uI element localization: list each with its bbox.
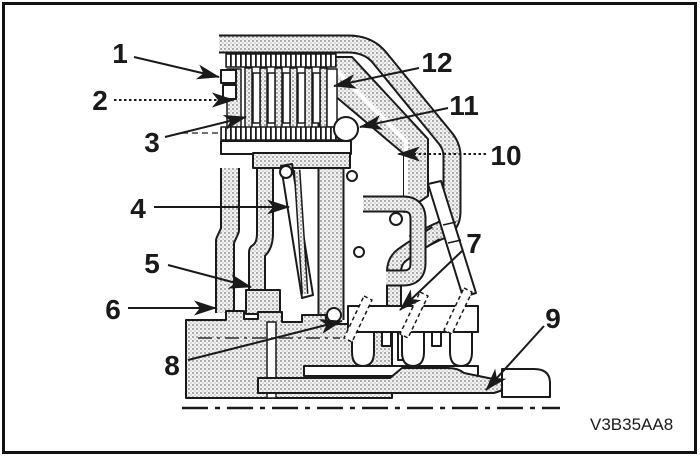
callout-2: 2 <box>92 85 235 116</box>
callout-3: 3 <box>144 114 247 158</box>
steel-plates <box>252 68 338 128</box>
callout-8-label: 8 <box>164 350 180 381</box>
callout-11-arrow <box>359 107 449 130</box>
callout-10: 10 <box>397 140 522 171</box>
callout-6-label: 6 <box>105 294 121 325</box>
callout-4: 4 <box>130 193 290 224</box>
check-ball <box>326 307 342 323</box>
piston-flange <box>252 152 351 169</box>
callout-1: 1 <box>112 38 220 80</box>
callout-3-label: 3 <box>144 127 160 158</box>
figure-code: V3B35AA8 <box>590 415 673 434</box>
callout-8-arrow <box>187 319 343 361</box>
lever-rod <box>295 169 307 295</box>
clutch-bottom-splines <box>220 126 340 141</box>
callouts: 1 2 3 4 5 6 7 <box>92 38 561 391</box>
callout-2-label: 2 <box>92 85 108 116</box>
hub-oil-channel <box>266 321 277 399</box>
diagonal-strut <box>427 180 477 298</box>
callout-10-label: 10 <box>490 140 521 171</box>
cavity-notch <box>333 116 359 142</box>
callout-7-label: 7 <box>466 228 482 259</box>
callout-4-label: 4 <box>130 193 146 224</box>
callout-9-label: 9 <box>545 303 561 334</box>
drum-inner-channel <box>330 64 408 205</box>
lightening-holes <box>346 170 403 258</box>
callout-3-arrow <box>164 114 247 138</box>
callout-11-label: 11 <box>449 90 479 121</box>
callout-7-arrow <box>399 250 463 311</box>
callout-12-arrow <box>333 67 420 89</box>
callout-9-arrow <box>485 325 545 391</box>
hanging-teeth <box>351 331 473 367</box>
piston-wall-foot <box>245 289 281 315</box>
callout-5-label: 5 <box>144 248 160 279</box>
callout-8: 8 <box>164 319 343 381</box>
snap-ring <box>220 69 237 100</box>
flange-foot <box>501 368 551 398</box>
callout-6: 6 <box>105 294 217 325</box>
callout-1-label: 1 <box>112 38 128 69</box>
left-wall <box>217 168 238 313</box>
piston-wall <box>250 168 272 291</box>
servo-c-part <box>363 197 425 285</box>
callout-1-arrow <box>133 56 220 80</box>
callout-7: 7 <box>399 228 482 311</box>
assembly-drawing <box>182 34 560 410</box>
clutch-top-splines <box>225 53 337 68</box>
callout-9: 9 <box>485 303 561 391</box>
callout-12: 12 <box>333 47 453 89</box>
callout-12-label: 12 <box>421 47 452 78</box>
callout-5: 5 <box>144 248 252 289</box>
lever-pivot <box>279 165 293 179</box>
callout-11: 11 <box>359 90 479 130</box>
callout-5-arrow <box>167 264 252 289</box>
